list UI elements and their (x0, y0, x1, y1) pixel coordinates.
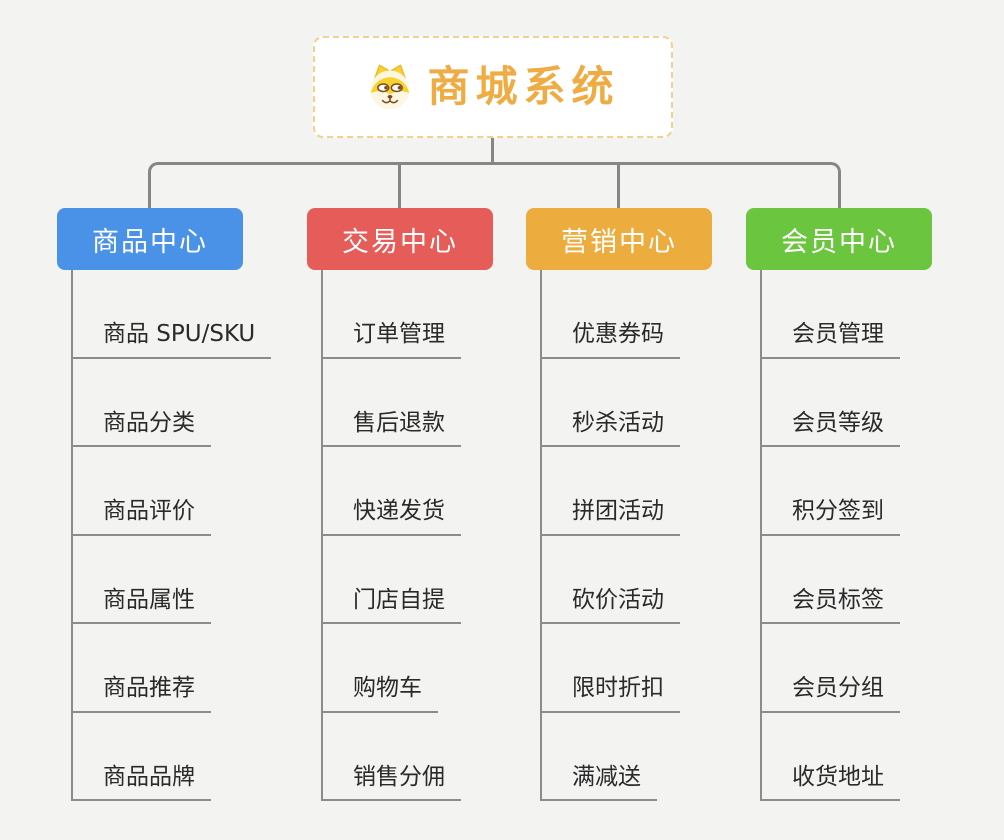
leaf-node-time-limited-discount[interactable]: 限时折扣 (540, 675, 680, 713)
leaf-row: 售后退款 (321, 359, 547, 447)
leaf-row: 砍价活动 (540, 536, 766, 624)
leaf-row: 商品 SPU/SKU (71, 270, 297, 359)
leaf-row: 积分签到 (760, 447, 986, 536)
leaf-node-store-pickup[interactable]: 门店自提 (321, 587, 461, 624)
leaf-row: 门店自提 (321, 536, 547, 624)
leaf-row: 限时折扣 (540, 624, 766, 713)
leaf-node-shopping-cart[interactable]: 购物车 (321, 675, 438, 713)
leaf-row: 会员等级 (760, 359, 986, 447)
leaf-node-express-delivery[interactable]: 快递发货 (321, 498, 461, 536)
leaf-node-after-sales-refund[interactable]: 售后退款 (321, 410, 461, 447)
leaf-node-shipping-address[interactable]: 收货地址 (760, 764, 900, 801)
leaf-row: 购物车 (321, 624, 547, 713)
leaf-row: 商品分类 (71, 359, 297, 447)
leaf-row: 会员分组 (760, 624, 986, 713)
branch-items-trade: 订单管理 售后退款 快递发货 门店自提 购物车 销售分佣 (321, 270, 547, 801)
connector-root-stub (491, 138, 494, 165)
leaf-node-group-buy[interactable]: 拼团活动 (540, 498, 680, 536)
leaf-node-full-reduction[interactable]: 满减送 (540, 764, 657, 801)
leaf-row: 秒杀活动 (540, 359, 766, 447)
leaf-row: 订单管理 (321, 270, 547, 359)
leaf-node-sales-commission[interactable]: 销售分佣 (321, 764, 461, 801)
branch-items-marketing: 优惠券码 秒杀活动 拼团活动 砍价活动 限时折扣 满减送 (540, 270, 766, 801)
leaf-row: 商品推荐 (71, 624, 297, 713)
leaf-node-flash-sale[interactable]: 秒杀活动 (540, 410, 680, 447)
connector-stub-trade (398, 165, 401, 208)
leaf-row: 收货地址 (760, 713, 986, 801)
connector-stub-marketing (617, 165, 620, 208)
leaf-row: 优惠券码 (540, 270, 766, 359)
branch-items-product: 商品 SPU/SKU 商品分类 商品评价 商品属性 商品推荐 商品品牌 (71, 270, 297, 801)
leaf-node-coupon-code[interactable]: 优惠券码 (540, 321, 680, 359)
leaf-node-points-checkin[interactable]: 积分签到 (760, 498, 900, 536)
leaf-row: 拼团活动 (540, 447, 766, 536)
leaf-node-member-level[interactable]: 会员等级 (760, 410, 900, 447)
leaf-row: 会员管理 (760, 270, 986, 359)
connector-elbow (148, 162, 841, 210)
branch-node-trade[interactable]: 交易中心 (307, 208, 493, 270)
root-title: 商城系统 (427, 62, 620, 111)
leaf-node-member-tag[interactable]: 会员标签 (760, 587, 900, 624)
leaf-node-product-attribute[interactable]: 商品属性 (71, 587, 211, 624)
leaf-node-order-management[interactable]: 订单管理 (321, 321, 461, 359)
leaf-row: 商品品牌 (71, 713, 297, 801)
leaf-row: 快递发货 (321, 447, 547, 536)
leaf-row: 销售分佣 (321, 713, 547, 801)
root-node[interactable]: 商城系统 (313, 36, 673, 138)
branch-node-product[interactable]: 商品中心 (57, 208, 243, 270)
leaf-node-product-spu-sku[interactable]: 商品 SPU/SKU (71, 321, 272, 359)
leaf-row: 商品评价 (71, 447, 297, 536)
leaf-node-member-management[interactable]: 会员管理 (760, 321, 900, 359)
branch-items-member: 会员管理 会员等级 积分签到 会员标签 会员分组 收货地址 (760, 270, 986, 801)
dog-face-icon (370, 64, 410, 110)
leaf-row: 会员标签 (760, 536, 986, 624)
leaf-row: 商品属性 (71, 536, 297, 624)
branch-node-member[interactable]: 会员中心 (746, 208, 932, 270)
leaf-node-member-group[interactable]: 会员分组 (760, 675, 900, 713)
leaf-node-product-category[interactable]: 商品分类 (71, 410, 211, 447)
leaf-node-bargain-activity[interactable]: 砍价活动 (540, 587, 680, 624)
leaf-node-product-recommend[interactable]: 商品推荐 (71, 675, 211, 713)
leaf-node-product-brand[interactable]: 商品品牌 (71, 764, 211, 801)
leaf-node-product-review[interactable]: 商品评价 (71, 498, 211, 536)
branch-node-marketing[interactable]: 营销中心 (526, 208, 712, 270)
leaf-row: 满减送 (540, 713, 766, 801)
